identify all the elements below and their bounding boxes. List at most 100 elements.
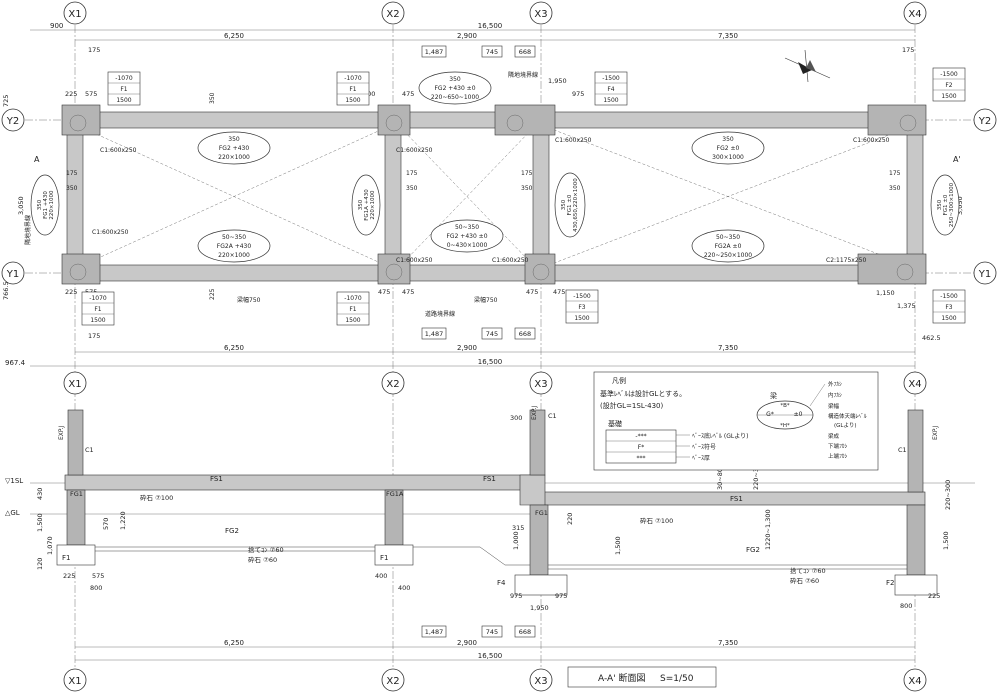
title-box — [567, 666, 717, 688]
plan-labels: C1:600x250 C1:600x250 C1:600x250 C1:600x… — [2, 71, 964, 367]
svg-text:1500: 1500 — [574, 315, 589, 322]
north-arrow-icon — [784, 49, 831, 83]
svg-text:225: 225 — [65, 90, 77, 98]
footing-tag-top-2: -1070 F1 1500 — [336, 71, 370, 106]
svg-text:400: 400 — [375, 572, 387, 580]
svg-text:1500: 1500 — [603, 97, 618, 104]
svg-text:上端ﾌｶｼ: 上端ﾌｶｼ — [828, 452, 848, 460]
dim-box-745-top — [481, 45, 503, 58]
svg-text:FG2 ±0: FG2 ±0 — [717, 145, 740, 152]
footing-f2 — [894, 574, 938, 596]
beam-tag-v2: 350 FG1A +430 220×1000 — [351, 174, 381, 236]
footing-tag-bottom-2: -1070 F1 1500 — [336, 291, 370, 326]
svg-text:120: 120 — [36, 558, 44, 570]
grid-bubble-y1-left — [1, 261, 25, 285]
dim-span3-top: 7,350 — [718, 32, 738, 40]
svg-text:430,650,220×1000: 430,650,220×1000 — [573, 178, 579, 232]
svg-text:220×1000: 220×1000 — [218, 154, 250, 161]
svg-text:350: 350 — [406, 185, 418, 192]
svg-text:FG2 +430 ±0: FG2 +430 ±0 — [434, 85, 475, 92]
svg-text:F4: F4 — [497, 579, 506, 587]
svg-text:6,250: 6,250 — [224, 639, 244, 647]
svg-text:1,150: 1,150 — [876, 289, 895, 297]
svg-text:1500: 1500 — [90, 317, 105, 324]
section-view: ▽1SL △GL FG1 FG1A FG1 FS1 FS1 — [5, 406, 975, 661]
svg-text:475: 475 — [402, 288, 414, 296]
svg-text:250~300×1000: 250~300×1000 — [949, 182, 955, 227]
svg-text:3,050: 3,050 — [956, 196, 964, 215]
svg-text:7,350: 7,350 — [718, 344, 738, 352]
section-title: A-A' 断面図 — [598, 672, 646, 684]
beam-tag-5: 50~350 FG2 +430 ±0 0~430×1000 — [430, 219, 504, 253]
svg-text:-1500: -1500 — [940, 293, 958, 300]
svg-text:内ﾌｶｼ: 内ﾌｶｼ — [828, 391, 842, 399]
footing-x3-y2 — [494, 104, 556, 136]
svg-text:C1:600x250: C1:600x250 — [555, 137, 592, 144]
dim-span2-top: 2,900 — [457, 32, 477, 40]
svg-text:220: 220 — [566, 513, 574, 525]
slab-fs1-left — [64, 474, 536, 491]
svg-text:220~250×1000: 220~250×1000 — [704, 252, 752, 259]
svg-text:FG1: FG1 — [70, 490, 83, 498]
svg-text:175: 175 — [902, 46, 914, 54]
svg-text:220~650~1000: 220~650~1000 — [431, 94, 479, 101]
svg-text:575: 575 — [85, 90, 97, 98]
title-block: A-A' 断面図 S=1/50 — [567, 666, 717, 688]
svg-text:C1:600x250: C1:600x250 — [853, 137, 890, 144]
svg-text:G*: G* — [766, 411, 774, 418]
plan-footings — [61, 104, 927, 285]
svg-text:FG2A ±0: FG2A ±0 — [715, 243, 742, 250]
svg-text:1,500: 1,500 — [942, 531, 950, 550]
dim-span1-top: 6,250 — [224, 32, 244, 40]
svg-text:175: 175 — [406, 170, 418, 177]
grid-label-x3-bottom: X3 — [534, 676, 547, 687]
svg-text:FS1: FS1 — [730, 495, 743, 503]
svg-text:1,500: 1,500 — [614, 536, 622, 555]
grid-label-x1-bottom: X1 — [68, 676, 81, 687]
dim-box-668-top — [514, 45, 536, 58]
svg-text:220~300: 220~300 — [944, 480, 952, 510]
plan-bottom-dimensions: 1,487 745 668 6,250 2,900 7,350 16,500 — [30, 327, 915, 367]
svg-text:220~300: 220~300 — [752, 460, 760, 490]
svg-text:FG2 +430 ±0: FG2 +430 ±0 — [446, 233, 487, 240]
svg-text:FG2A +430: FG2A +430 — [217, 243, 252, 250]
grid-label-x1-top: X1 — [68, 9, 81, 20]
grid-bubble-x4-top — [903, 1, 927, 25]
svg-text:1500: 1500 — [345, 317, 360, 324]
footing-x3-y1 — [524, 253, 556, 285]
grid-bubble-x4-bottom — [903, 668, 927, 692]
svg-text:300×1000: 300×1000 — [712, 154, 744, 161]
grid-label-x4-mid: X4 — [908, 379, 921, 390]
svg-text:475: 475 — [526, 288, 538, 296]
svg-text:*B*: *B* — [780, 403, 790, 409]
dim-900: 900 — [50, 22, 63, 30]
svg-text:975: 975 — [555, 592, 567, 600]
svg-text:0~430×1000: 0~430×1000 — [447, 242, 488, 249]
beam-tag-2: 350 FG2 +430 ±0 220~650~1000 — [418, 71, 492, 105]
svg-text:-1070: -1070 — [89, 295, 107, 302]
svg-text:220×1000: 220×1000 — [370, 190, 376, 220]
svg-text:475: 475 — [378, 288, 390, 296]
grid-label-x2-bottom: X2 — [386, 676, 399, 687]
svg-text:*H*: *H* — [780, 423, 790, 429]
svg-text:C1:600x250: C1:600x250 — [396, 257, 433, 264]
svg-text:315: 315 — [512, 524, 524, 532]
svg-text:16,500: 16,500 — [478, 358, 503, 366]
svg-text:FG1 +430: FG1 +430 — [43, 191, 49, 219]
svg-text:隣地境界線: 隣地境界線 — [508, 71, 538, 79]
legend: 凡例 基準ﾚﾍﾞﾙは設計GLとする。 (設計GL=1SL-430) 基礎 -**… — [593, 371, 879, 471]
footing-x2-y2 — [377, 104, 411, 136]
section-scale: S=1/50 — [660, 674, 694, 684]
svg-text:FG1 ±0: FG1 ±0 — [943, 194, 949, 215]
svg-text:350: 350 — [358, 199, 364, 210]
svg-text:350: 350 — [209, 92, 216, 104]
svg-text:F3: F3 — [945, 304, 952, 311]
svg-text:基準ﾚﾍﾞﾙは設計GLとする。: 基準ﾚﾍﾞﾙは設計GLとする。 — [600, 389, 686, 398]
svg-text:FG1 ±0: FG1 ±0 — [567, 194, 573, 215]
svg-text:C1: C1 — [898, 446, 907, 454]
dim-box-1487-top — [421, 45, 447, 58]
footing-tag-bottom-3: -1500 F3 1500 — [565, 289, 599, 324]
svg-text:175: 175 — [521, 170, 533, 177]
grid-bubble-x3-mid — [529, 371, 553, 395]
